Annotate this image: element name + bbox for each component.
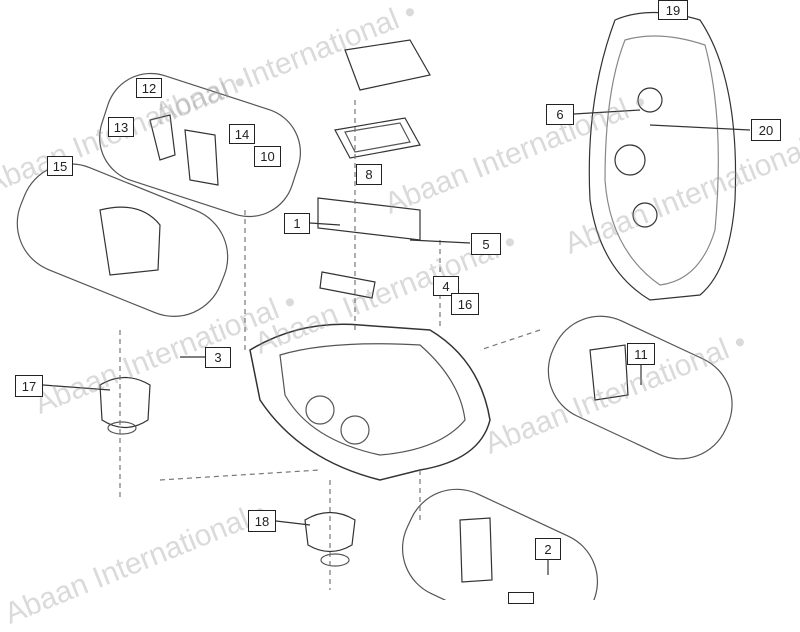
cover-14 xyxy=(184,129,219,186)
plate-15 xyxy=(99,206,161,276)
callout-8: 8 xyxy=(356,164,382,185)
callout-4: 4 xyxy=(433,276,459,296)
callout-10: 10 xyxy=(254,146,281,167)
group-outline-12-14 xyxy=(99,72,301,218)
callout-3: 3 xyxy=(205,347,231,368)
shell-fan-2 xyxy=(632,202,658,228)
housing-port-1 xyxy=(305,395,335,425)
ring-18 xyxy=(320,553,350,567)
shell-fan-3 xyxy=(637,87,663,113)
callout-12: 12 xyxy=(136,78,162,98)
box-2 xyxy=(459,517,493,583)
callout-11: 11 xyxy=(627,343,655,365)
callout-partial xyxy=(508,592,534,604)
group-outline-11 xyxy=(547,315,733,460)
callout-1: 1 xyxy=(284,213,310,234)
callout-5: 5 xyxy=(471,233,501,255)
shell-inner xyxy=(604,35,719,286)
callout-6: 6 xyxy=(546,104,574,125)
callout-2: 2 xyxy=(535,538,561,560)
callout-19: 19 xyxy=(658,0,688,20)
callout-20: 20 xyxy=(751,119,781,141)
ring xyxy=(107,421,137,435)
filter-16 xyxy=(319,271,376,299)
group-outline-2 xyxy=(401,488,599,600)
callout-18: 18 xyxy=(248,510,276,532)
housing-inner xyxy=(279,343,466,456)
callout-14: 14 xyxy=(229,124,255,144)
main-housing xyxy=(249,323,491,481)
group-outline-15 xyxy=(16,163,229,317)
bracket-11 xyxy=(589,344,629,401)
housing-port-2 xyxy=(340,415,370,445)
callout-15: 15 xyxy=(47,156,73,176)
gasket xyxy=(334,117,421,159)
callout-13: 13 xyxy=(108,117,134,137)
bracket-12 xyxy=(149,114,176,161)
fan-motor-17 xyxy=(99,376,151,429)
gasket-inner xyxy=(344,122,411,153)
callout-17: 17 xyxy=(15,375,43,397)
top-plate xyxy=(344,39,431,91)
fan-motor-18 xyxy=(304,511,356,553)
shell-part-19 xyxy=(588,11,737,301)
callout-16: 16 xyxy=(451,293,479,315)
shell-fan-1 xyxy=(614,144,646,176)
